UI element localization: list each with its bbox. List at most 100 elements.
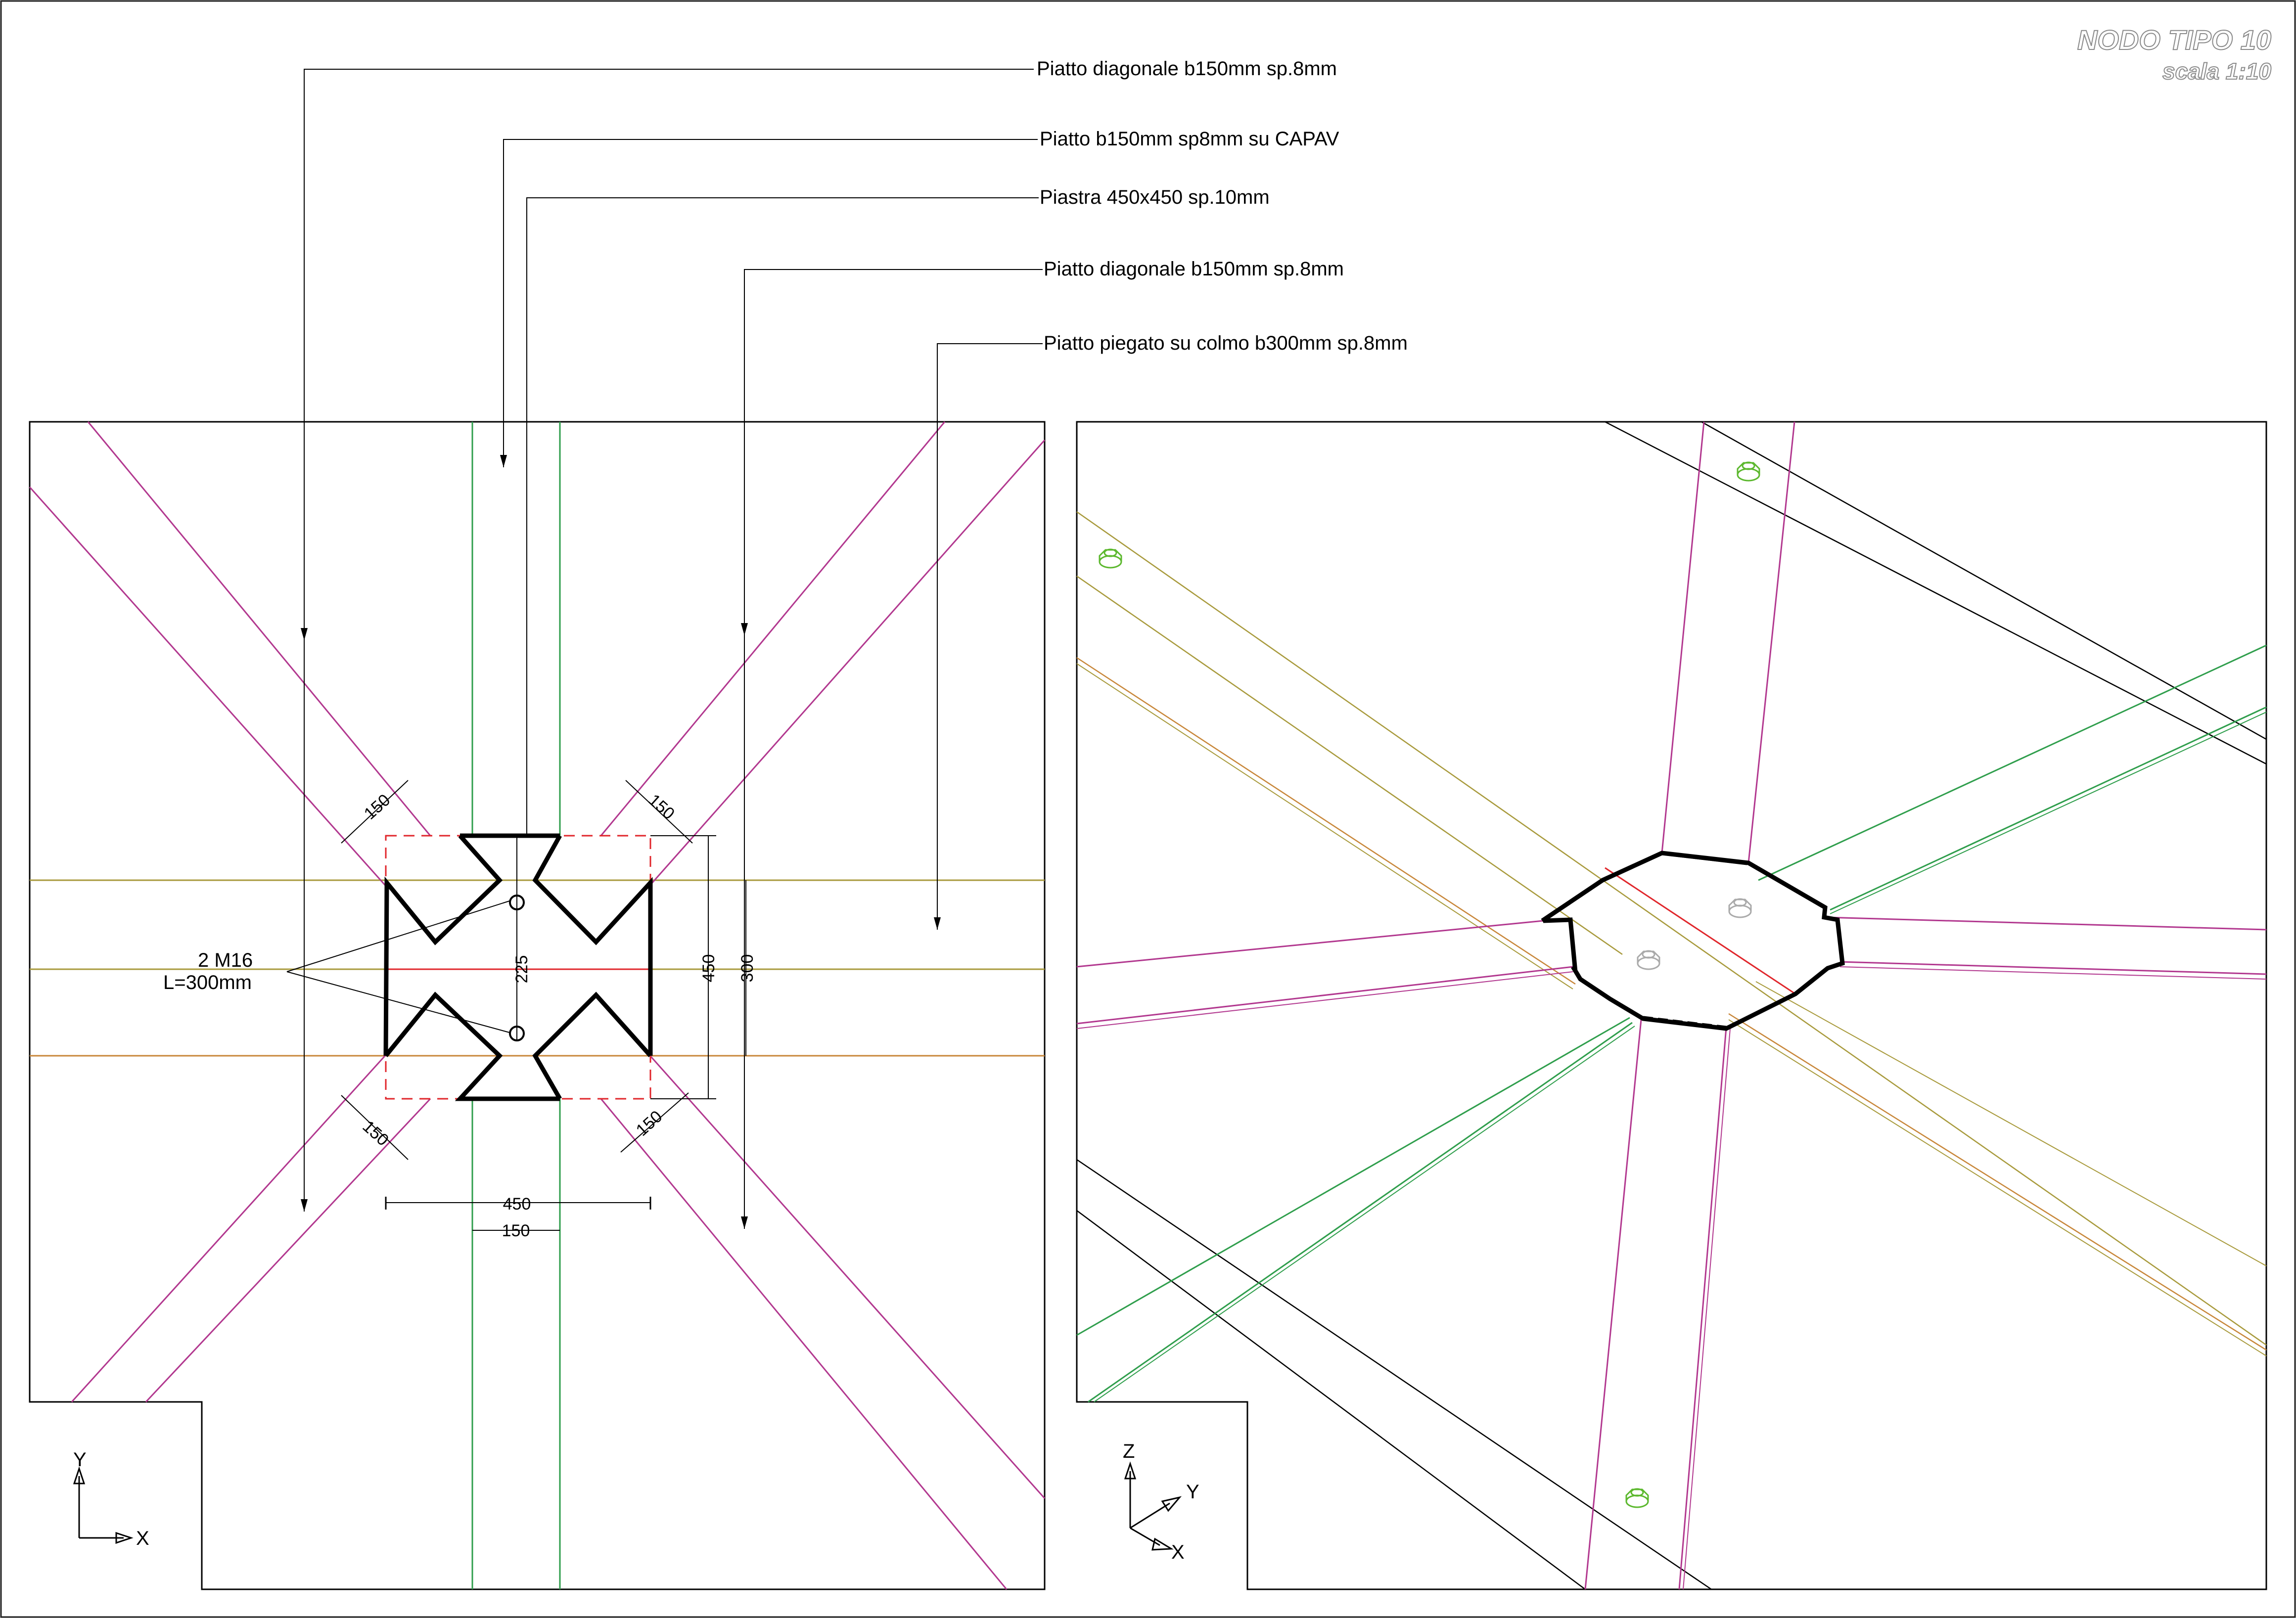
iso-y-axis	[1130, 1502, 1170, 1529]
bolt-note-line1: 2 M16	[198, 949, 253, 971]
plate-diagonal	[1605, 867, 1796, 995]
iso-plate-edge	[1662, 853, 1747, 865]
callout-label-5: Piatto piegato su colmo b300mm sp.8mm	[1044, 332, 1408, 354]
leader-2	[503, 139, 1038, 467]
drawing-title: NODO TIPO 10	[2077, 24, 2271, 55]
plan-y-arrow	[73, 1466, 86, 1484]
plan-view: 225 2 M16 L=300mm 450 300 450 150 150 15…	[29, 421, 1046, 1590]
bolt-green	[1625, 1488, 1649, 1508]
beam-line	[1605, 421, 2267, 765]
strap-line	[1747, 421, 1795, 863]
node-plate-sw	[384, 991, 560, 1101]
leader-4	[744, 269, 1043, 1229]
strap-line	[1839, 966, 2267, 980]
strap-line	[1830, 712, 2267, 914]
dim-diag-ne: 150	[645, 791, 679, 823]
strap-line	[1076, 966, 1573, 1025]
diagonal-line	[600, 421, 946, 836]
bolt-gray	[1728, 898, 1752, 918]
callout-label-2: Piatto b150mm sp8mm su CAPAV	[1040, 128, 1339, 150]
dim-line-diag	[620, 1092, 689, 1153]
callout-label-4: Piatto diagonale b150mm sp.8mm	[1044, 258, 1344, 280]
iso-node-plate	[1541, 851, 1845, 1031]
strap-line	[1755, 981, 2267, 1266]
diagonal-line	[647, 1053, 1046, 1499]
strap-line	[1076, 575, 1623, 955]
iso-x-arrow	[1151, 1537, 1174, 1551]
plan-y-label: Y	[73, 1449, 87, 1471]
strap-line	[1076, 663, 1573, 989]
iso-view: Z Y X	[1076, 421, 2267, 1590]
diagonal-line	[600, 1098, 1008, 1590]
node-plate-ne	[532, 834, 653, 1056]
beam-line	[1701, 421, 2267, 740]
bolt-green	[1099, 548, 1122, 569]
bolt-leader	[286, 900, 510, 972]
iso-view-frame	[1076, 421, 2267, 1590]
callout-group: Piatto diagonale b150mm sp.8mm Piatto b1…	[301, 58, 1408, 1229]
dim-diag-nw: 150	[361, 791, 394, 823]
leader-arrow	[934, 917, 941, 930]
beam-line	[1076, 1159, 1712, 1590]
leader-arrow	[500, 455, 507, 467]
strap-line	[1094, 1026, 1635, 1402]
leader-arrow	[741, 1216, 748, 1229]
iso-x-label: X	[1171, 1541, 1185, 1563]
strap-line	[1678, 1027, 1727, 1590]
strap-line	[1088, 1022, 1633, 1403]
strap-line	[1825, 916, 2267, 931]
callout-label-1: Piatto diagonale b150mm sp.8mm	[1037, 58, 1337, 80]
callout-label-3: Piastra 450x450 sp.10mm	[1040, 186, 1270, 208]
dim-line-diag	[625, 780, 693, 844]
iso-y-label: Y	[1186, 1481, 1199, 1503]
strap-line	[1830, 706, 2267, 911]
iso-z-label: Z	[1123, 1440, 1135, 1462]
dim-plate-width: 450	[503, 1195, 531, 1214]
strap-line	[1661, 421, 1705, 854]
strap-line	[1076, 657, 1576, 985]
diagonal-line	[87, 421, 431, 836]
beam-line	[1076, 1210, 1586, 1590]
strap-line	[1758, 644, 2267, 881]
dim-strap-width: 150	[502, 1221, 530, 1240]
diagonal-line	[71, 1052, 388, 1403]
dim-line-diag	[341, 780, 409, 844]
dim-overall-height: 300	[738, 954, 757, 983]
strap-line	[1076, 511, 2267, 1346]
dim-bolt-spacing: 225	[512, 955, 531, 984]
bolt-leader	[286, 971, 510, 1033]
iso-plate-notch	[1543, 917, 1578, 972]
plan-view-frame	[29, 421, 1046, 1590]
strap-line	[1076, 920, 1544, 968]
strap-line	[1076, 1017, 1630, 1336]
node-plate-nw	[383, 834, 503, 1056]
strap-line	[1584, 1019, 1642, 1590]
strap-line	[1728, 1019, 2267, 1356]
leader-arrow	[301, 1199, 308, 1212]
leader-5	[937, 343, 1043, 930]
strap-line	[1076, 971, 1573, 1029]
leader-1	[304, 69, 1034, 1212]
leader-arrow	[741, 623, 748, 635]
diagonal-line	[647, 440, 1046, 888]
iso-x-axis	[1130, 1527, 1160, 1546]
drawing-scale: scala 1:10	[2162, 58, 2271, 84]
leader-arrow	[301, 628, 308, 640]
dim-line-diag	[341, 1095, 409, 1160]
iso-y-arrow	[1161, 1496, 1182, 1512]
bolt-gray	[1637, 950, 1660, 970]
node-plate-se	[532, 991, 652, 1100]
strap-line	[1683, 1028, 1731, 1590]
dim-plate-height: 450	[699, 954, 718, 983]
dim-diag-se: 150	[633, 1107, 666, 1140]
strap-line	[1839, 961, 2267, 975]
diagonal-line	[29, 487, 388, 888]
plan-x-arrow	[115, 1531, 134, 1544]
iso-z-arrow	[1124, 1461, 1137, 1480]
leader-3	[526, 197, 1039, 836]
bolt-note-line2: L=300mm	[163, 972, 252, 993]
plan-x-label: X	[136, 1528, 149, 1549]
bolt-green	[1737, 461, 1760, 482]
